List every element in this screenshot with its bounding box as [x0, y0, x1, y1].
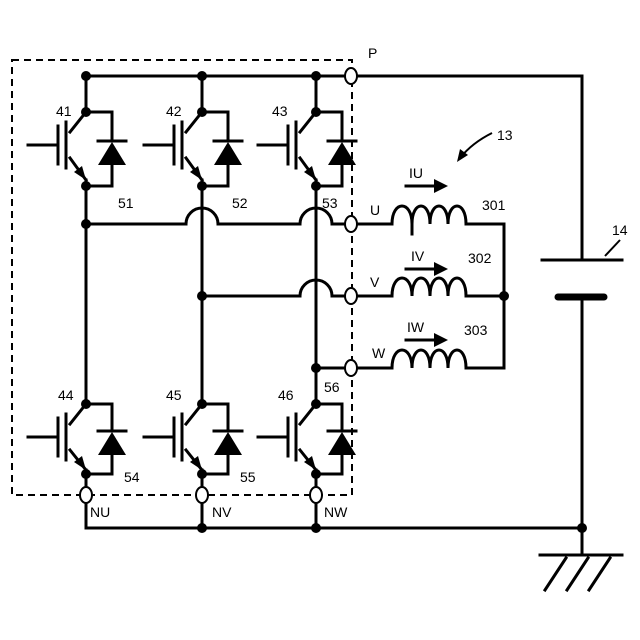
coil-303: [392, 350, 466, 368]
label-d54: 54: [124, 469, 140, 485]
terminal-nw: [310, 487, 322, 503]
label-iu: IU: [409, 165, 423, 181]
label-iv: IV: [411, 248, 425, 264]
label-nu: NU: [90, 504, 110, 520]
star-point: [499, 291, 509, 301]
inverter-ref-arrow: [457, 133, 492, 162]
terminal-v: [345, 288, 357, 304]
terminal-nv: [196, 487, 208, 503]
label-p: P: [368, 45, 377, 61]
switch-41: [28, 71, 126, 191]
current-arrow-iu: [406, 179, 448, 193]
label-sw44: 44: [58, 387, 74, 403]
coil-302: [392, 278, 466, 296]
coil-301: [392, 206, 466, 234]
label-inverter-ref: 13: [497, 127, 513, 143]
label-sw42: 42: [166, 103, 182, 119]
label-d53: 53: [322, 195, 338, 211]
label-sw45: 45: [166, 387, 182, 403]
label-d55: 55: [240, 469, 256, 485]
label-v: V: [370, 274, 380, 290]
label-coil-v: 302: [468, 250, 492, 266]
label-u: U: [370, 202, 380, 218]
label-d51: 51: [118, 195, 134, 211]
ground-icon: [540, 555, 622, 590]
switch-44: [28, 399, 126, 479]
label-sw43: 43: [272, 103, 288, 119]
label-sw41: 41: [56, 103, 72, 119]
label-iw: IW: [407, 319, 425, 335]
terminal-nu: [80, 487, 92, 503]
switch-43: [258, 71, 356, 191]
terminal-p: [345, 68, 357, 84]
current-arrow-iw: [406, 333, 448, 347]
label-coil-w: 303: [464, 322, 488, 338]
label-d52: 52: [232, 195, 248, 211]
label-nw: NW: [324, 504, 348, 520]
switch-45: [144, 399, 242, 479]
terminal-w: [345, 360, 357, 376]
label-nv: NV: [212, 504, 232, 520]
label-sw46: 46: [278, 387, 294, 403]
switch-42: [144, 71, 242, 191]
label-coil-u: 301: [482, 197, 506, 213]
terminal-u: [345, 216, 357, 232]
switch-46: [258, 399, 356, 479]
label-d56: 56: [324, 379, 340, 395]
label-w: W: [372, 345, 386, 361]
current-arrow-iv: [406, 262, 448, 276]
phase-v-line: [202, 280, 344, 296]
battery-leader: [605, 240, 620, 256]
label-battery-ref: 14: [612, 222, 628, 238]
